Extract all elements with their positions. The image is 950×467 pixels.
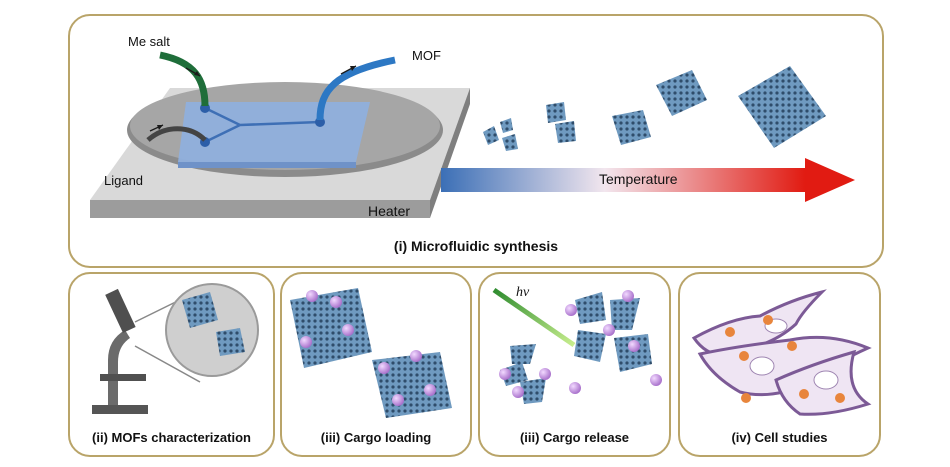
mof-label: MOF bbox=[412, 48, 441, 63]
cell-studies-panel: (iv) Cell studies bbox=[678, 272, 881, 457]
ligand-label: Ligand bbox=[104, 173, 144, 188]
microfluidic-synthesis-caption: (i) Microfluidic synthesis bbox=[393, 238, 559, 254]
mofs-characterization-caption: (ii) MOFs characterization bbox=[92, 430, 251, 445]
microfluidic-synthesis-panel: (i) Microfluidic synthesis bbox=[68, 14, 884, 268]
cell-studies-caption: (iv) Cell studies bbox=[731, 430, 828, 445]
heater-label: Heater bbox=[368, 203, 411, 219]
mofs-characterization-panel: (ii) MOFs characterization bbox=[68, 272, 275, 457]
cargo-loading-panel: (iii) Cargo loading bbox=[280, 272, 472, 457]
cargo-release-panel: (iii) Cargo release bbox=[478, 272, 671, 457]
hv-light-label: hv bbox=[516, 285, 530, 300]
cargo-loading-caption: (iii) Cargo loading bbox=[320, 430, 432, 445]
temperature-label: Temperature bbox=[599, 171, 678, 187]
cargo-release-caption: (iii) Cargo release bbox=[519, 430, 630, 445]
me-salt-label: Me salt bbox=[128, 34, 170, 49]
